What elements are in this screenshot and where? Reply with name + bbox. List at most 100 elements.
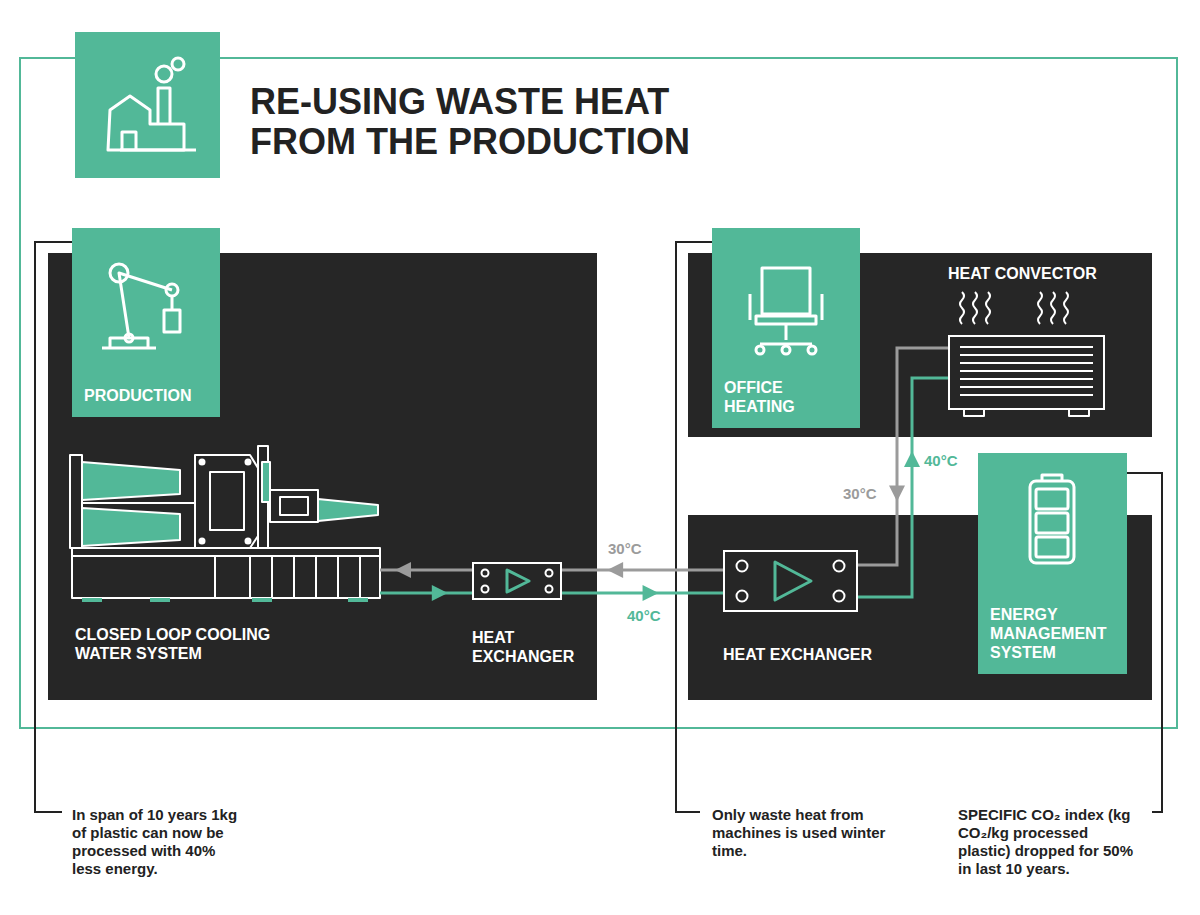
tile-icon — [72, 228, 220, 386]
icon-stroke — [1042, 475, 1062, 481]
icon-stroke — [737, 591, 748, 602]
heat-waves — [986, 292, 990, 324]
node-label: CLOSED LOOP COOLING WATER SYSTEM — [75, 625, 285, 663]
icon-stroke — [960, 346, 1093, 348]
diagram-title: RE-USING WASTE HEAT FROM THE PRODUCTION — [250, 82, 740, 162]
icon-stroke — [482, 570, 489, 577]
box-detail — [474, 564, 560, 598]
title-icon — [172, 58, 184, 70]
heat-waves — [1051, 292, 1055, 324]
pipe-connector — [562, 562, 723, 578]
title-icon — [108, 58, 196, 150]
title-icon — [158, 88, 170, 124]
injection-molding-machine — [82, 598, 102, 602]
node-label: HEAT CONVECTOR — [948, 264, 1101, 283]
injection-molding-machine — [150, 598, 170, 602]
icon-stroke — [782, 346, 790, 354]
injection-molding-machine — [246, 539, 251, 544]
title-icon — [156, 66, 172, 82]
footnote-text: Only waste heat from machines is used wi… — [712, 806, 887, 860]
temperature-label: 30°C — [608, 540, 642, 557]
title-icon — [75, 32, 220, 178]
temperature-block: 40°C — [924, 452, 958, 469]
injection-molding-machine — [252, 598, 272, 602]
injection-molding-machine — [72, 548, 380, 598]
injection-molding-machine — [249, 556, 251, 598]
icon-stroke — [546, 586, 553, 593]
injection-molding-machine — [293, 556, 295, 598]
icon-stroke — [1036, 537, 1068, 557]
injection-molding-machine — [210, 472, 244, 530]
node-label: HEAT EXCHANGER — [723, 645, 854, 664]
injection-molding-machine — [337, 556, 339, 598]
production-tile: PRODUCTION — [72, 228, 220, 417]
footnote-block: Only waste heat from machines is used wi… — [712, 806, 887, 860]
footnote-text: SPECIFIC CO₂ index (kg CO₂/kg processed … — [958, 806, 1138, 878]
injection-molding-machine — [359, 556, 361, 598]
injection-molding-machine — [271, 556, 273, 598]
temperature-label: 30°C — [843, 485, 877, 502]
temperature-label: 40°C — [924, 452, 958, 469]
icon-stroke — [110, 264, 128, 282]
icon-stroke — [964, 410, 1089, 416]
icon-stroke — [737, 561, 748, 572]
injection-molding-machine — [82, 462, 180, 500]
heat-waves — [960, 292, 1068, 324]
flow-triangle — [775, 562, 811, 600]
injection-molding-machine — [200, 460, 205, 465]
icon-stroke — [756, 346, 764, 354]
title-icon — [122, 132, 136, 150]
icon-stroke — [1036, 489, 1068, 509]
pipe-connector — [380, 585, 472, 601]
footnote-block: SPECIFIC CO₂ index (kg CO₂/kg processed … — [958, 806, 1138, 878]
office-tile: OFFICE HEATING — [712, 228, 860, 428]
temperature-label: 40°C — [627, 607, 661, 624]
injection-molding-machine — [214, 556, 216, 598]
icon-stroke — [125, 334, 133, 342]
tile-icon — [978, 453, 1127, 605]
tile-icon — [712, 228, 860, 378]
pipe-line — [380, 569, 472, 572]
heat-waves — [1064, 292, 1068, 324]
injection-molding-machine — [280, 497, 308, 515]
box-detail — [725, 552, 856, 610]
temperature-block: 40°C — [627, 607, 661, 624]
injection-molding-machine — [70, 446, 380, 602]
injection-molding-machine — [348, 598, 368, 602]
icon-stroke — [960, 354, 1093, 356]
pipe-connector — [562, 585, 723, 601]
injection-molding-machine — [262, 462, 270, 502]
pipe-line — [380, 592, 472, 595]
energy-tile: ENERGY MANAGEMENT SYSTEM — [978, 453, 1127, 674]
heat-convector: HEAT CONVECTOR — [948, 335, 1105, 410]
icon-stroke — [482, 586, 489, 593]
node-label: HEAT EXCHANGER — [472, 628, 582, 666]
arrow-head — [395, 562, 411, 578]
title-icon — [75, 32, 220, 178]
icon-stroke — [834, 561, 845, 572]
flow-triangle — [507, 570, 529, 592]
icon-stroke — [960, 370, 1093, 372]
icon-stroke — [834, 591, 845, 602]
title-icon — [120, 149, 196, 152]
arrow-head — [904, 451, 920, 467]
injection-molding-machine — [270, 490, 318, 522]
icon-stroke — [760, 324, 812, 344]
temperature-block: 30°C — [608, 540, 642, 557]
arrow-head — [607, 562, 623, 578]
node-label: PRODUCTION — [84, 386, 210, 405]
injection-molding-machine — [315, 556, 317, 598]
icon-stroke — [750, 294, 822, 320]
icon-stroke — [546, 570, 553, 577]
footnote-text: In span of 10 years 1kg of plastic can n… — [72, 806, 247, 878]
icon-stroke — [1036, 513, 1068, 533]
icon-stroke — [960, 386, 1093, 388]
title-icon — [108, 96, 184, 150]
injection-molding-machine — [72, 555, 380, 557]
heat-waves — [973, 292, 977, 324]
temperature-block: 30°C — [843, 485, 877, 502]
injection-molding-machine — [82, 502, 195, 504]
node-label: OFFICE HEATING — [724, 378, 850, 416]
icon-stroke — [960, 362, 1093, 364]
